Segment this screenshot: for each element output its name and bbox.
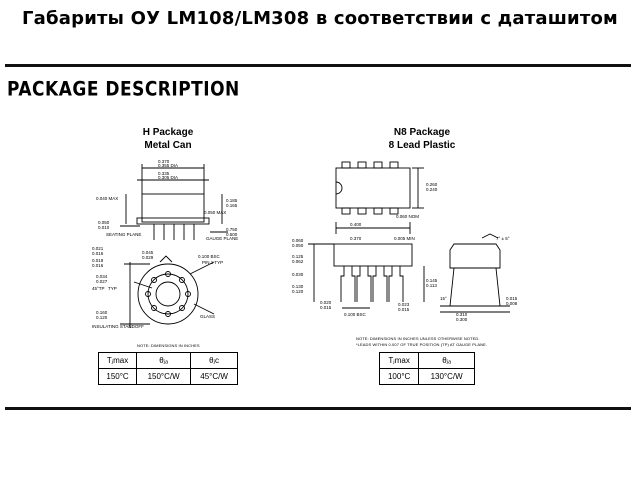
n8-thermal-header-tjmax: Tⱼmax bbox=[378, 352, 420, 369]
dimension-label: 0.310 bbox=[456, 312, 468, 317]
dimension-label: 0.050 bbox=[98, 220, 110, 225]
dimension-label: 0.370 bbox=[350, 236, 362, 241]
h-package-drawing: 0.370 0.355 DIA 0.335 0.305 DIA 0.040 MA… bbox=[92, 159, 238, 329]
h-thermal-value-tjmax: 150°C bbox=[97, 368, 138, 385]
dimension-label: 0.015 bbox=[506, 296, 518, 301]
dimension-label: INSULATING STANDOFF bbox=[92, 324, 144, 329]
dimension-label: 45°TP bbox=[92, 286, 105, 291]
dimension-label: 0.060 NOM bbox=[396, 214, 419, 219]
n8-package-title-line2: 8 Lead Plastic bbox=[388, 140, 456, 151]
dimension-label: 0.050 bbox=[292, 243, 304, 248]
dimension-label: 0.260 bbox=[426, 182, 438, 187]
h-package-thermal-table: Tⱼmax θⱼₐ θⱼc 150°C 150°C/W 45°C/W bbox=[97, 352, 238, 385]
bottom-rule bbox=[5, 407, 631, 410]
dimension-label: 0.370 bbox=[158, 159, 170, 164]
dimension-label: 0.355 DIA bbox=[158, 163, 178, 168]
n8-package-note-2: *LEADS WITHIN 0.007 OF TRUE POSITION (TP… bbox=[356, 342, 488, 347]
dimension-label: PIN 1 TYP bbox=[202, 260, 223, 265]
dimension-label: 0.045 bbox=[142, 250, 154, 255]
h-thermal-value-theta-ja: 150°C/W bbox=[136, 368, 192, 385]
dimension-label: 0.145 bbox=[426, 278, 438, 283]
top-rule bbox=[5, 64, 631, 67]
n8-package-title: N8 Package 8 Lead Plastic bbox=[372, 126, 472, 152]
dimension-label: 0.016 bbox=[92, 263, 104, 268]
h-thermal-header-theta-ja: θⱼₐ bbox=[136, 352, 192, 369]
section-heading: PACKAGE DESCRIPTION bbox=[7, 78, 240, 101]
n8-thermal-value-tjmax: 100°C bbox=[378, 368, 420, 385]
dimension-label: 0.029 bbox=[142, 255, 154, 260]
dimension-label: 0.130 bbox=[292, 284, 304, 289]
dimension-label: 0.113 bbox=[426, 283, 437, 288]
dimension-label: 0.100 BSC bbox=[198, 254, 221, 259]
h-package-note: NOTE: DIMENSIONS IN INCHES bbox=[137, 343, 200, 348]
dimension-label: SEATING PLANE bbox=[106, 232, 141, 237]
can-body-side bbox=[141, 193, 205, 223]
dimension-label: 0.120 bbox=[96, 315, 108, 320]
h-thermal-value-theta-jc: 45°C/W bbox=[190, 368, 238, 385]
h-package-title-line2: Metal Can bbox=[144, 140, 192, 151]
dimension-label: 0.300 bbox=[456, 317, 468, 322]
h-thermal-header-tjmax: Tⱼmax bbox=[97, 352, 138, 369]
dimension-label: 0.500 bbox=[226, 232, 238, 237]
dimension-label: 0.160 bbox=[96, 310, 108, 315]
n8-thermal-value-theta-ja: 130°C/W bbox=[418, 368, 475, 385]
dimension-label: 0.240 bbox=[426, 187, 438, 192]
dimension-label: 0.050 MAX bbox=[204, 210, 226, 215]
h-thermal-header-theta-jc: θⱼc bbox=[190, 352, 238, 369]
dimension-label: 0.750 bbox=[226, 227, 238, 232]
dimension-label: 0.185 bbox=[226, 198, 238, 203]
dimension-label: 0.020 bbox=[320, 300, 332, 305]
dimension-label: 0.165 bbox=[226, 203, 238, 208]
dimension-label: 0.021 bbox=[92, 246, 104, 251]
dimension-label: 0.125 bbox=[292, 254, 304, 259]
dimension-label: 0.015 bbox=[320, 305, 332, 310]
dimension-label: 0.008 bbox=[506, 301, 518, 306]
dimension-label: 0.030 bbox=[292, 272, 304, 277]
dimension-label: 0.016 bbox=[92, 251, 104, 256]
n8-thermal-header-theta-ja: θⱼₐ bbox=[418, 352, 475, 369]
dimension-label: 0.015 bbox=[398, 307, 410, 312]
dimension-label: TYP bbox=[108, 286, 117, 291]
dimension-label: 0.062 bbox=[292, 259, 304, 264]
n8-package-thermal-table: Tⱼmax θⱼₐ 100°C 130°C/W bbox=[378, 352, 475, 385]
h-package-title: H Package Metal Can bbox=[118, 126, 218, 152]
dimension-label: 0.005 MIN bbox=[394, 236, 415, 241]
n8-package-note-1: NOTE: DIMENSIONS IN INCHES UNLESS OTHERW… bbox=[356, 336, 480, 341]
n8-package-drawing: 0.260 0.240 0.060 NOM 0.400 0.370 0.005 … bbox=[292, 161, 518, 322]
dimension-label: 7° ± 5° bbox=[496, 236, 510, 241]
dimension-label: 0.023 bbox=[398, 302, 410, 307]
dip-body-side bbox=[333, 243, 413, 267]
dimension-label: 0.305 DIA bbox=[158, 175, 178, 180]
dip-body-top bbox=[335, 167, 411, 209]
h-package-title-line1: H Package bbox=[142, 127, 194, 138]
dimension-label: GAUGE PLANE bbox=[206, 236, 238, 241]
dimension-label: 15° bbox=[440, 296, 447, 301]
dimension-label: GLASS bbox=[200, 314, 215, 319]
dimension-label: 0.060 bbox=[292, 238, 304, 243]
dimension-label: 0.040 MAX bbox=[96, 196, 118, 201]
dimension-label: 0.100 BSC bbox=[344, 312, 367, 317]
can-flange bbox=[136, 217, 210, 225]
dip-end-view bbox=[449, 243, 501, 269]
dimension-label: 0.120 bbox=[292, 289, 304, 294]
dimension-label: 0.034 bbox=[96, 274, 108, 279]
dimension-label: 0.019 bbox=[92, 258, 104, 263]
can-bottom-outline bbox=[137, 263, 199, 325]
dimension-label: 0.400 bbox=[350, 222, 362, 227]
dimension-label: 0.010 bbox=[98, 225, 110, 230]
slide-title: Габариты ОУ LM108/LM308 в соответствии с… bbox=[22, 8, 618, 29]
n8-package-title-line1: N8 Package bbox=[393, 127, 451, 138]
dimension-label: 0.335 bbox=[158, 171, 170, 176]
dimension-label: 0.027 bbox=[96, 279, 108, 284]
